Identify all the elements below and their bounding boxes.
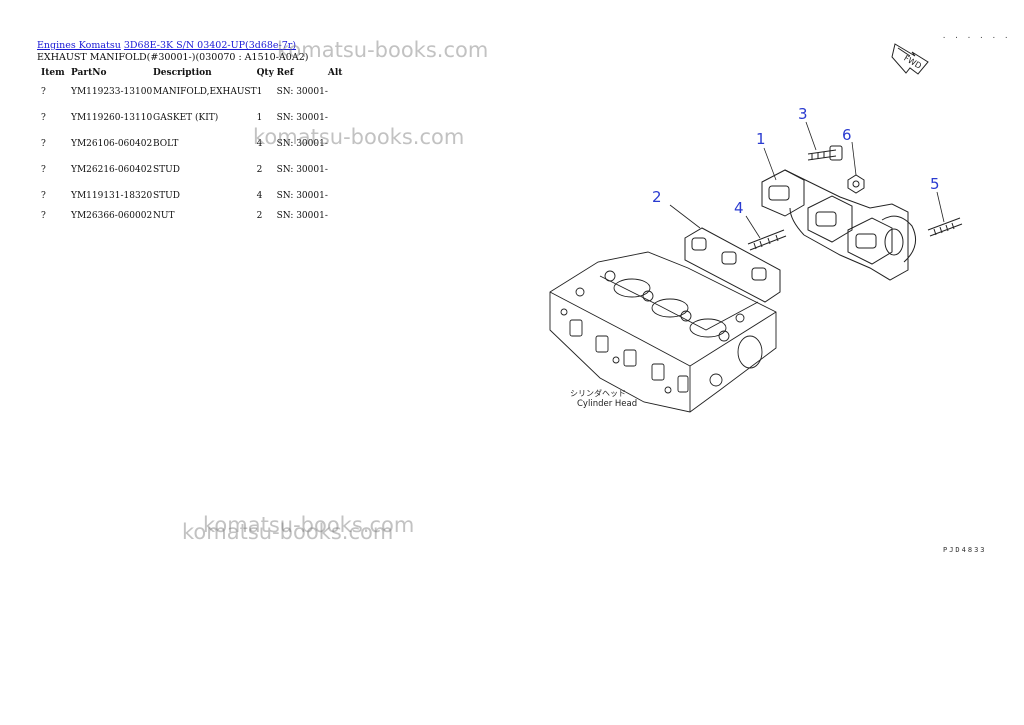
cell-qty: 2 (256, 211, 263, 221)
bolt-drawing (807, 145, 843, 161)
cell-qty: 2 (256, 165, 263, 175)
cell-ref: SN: 30001- (276, 139, 328, 149)
col-header-item: Item (41, 68, 65, 78)
cell-alt (328, 106, 348, 132)
cell-item: ? (41, 211, 46, 221)
callout-number-5: 5 (930, 175, 940, 193)
cell-item: ? (41, 139, 46, 149)
cell-item: ? (41, 113, 46, 123)
cell-description: NUT (153, 211, 175, 221)
gasket-drawing (684, 227, 781, 303)
table-row: ? YM26216-060402 STUD 2 SN: 30001- (37, 158, 348, 184)
stud-drawing-5 (927, 217, 963, 237)
callout-number-2: 2 (652, 188, 662, 206)
cell-alt (328, 80, 348, 106)
cell-qty: 1 (256, 87, 263, 97)
leader-lines (669, 121, 945, 239)
breadcrumb-link-engines[interactable]: Engines Komatsu (37, 40, 121, 51)
cell-description: MANIFOLD,EXHAUST (153, 87, 257, 97)
exploded-parts-diagram: 1 2 3 4 5 6 シリンダヘッド Cylinder Head FWD (549, 43, 963, 413)
table-row: ? YM119131-18320 STUD 4 SN: 30001- (37, 184, 348, 204)
table-row: ? YM119260-13110 GASKET (KIT) 1 SN: 3000… (37, 106, 348, 132)
table-header-row: Item PartNo Description Qty Ref Alt (37, 66, 348, 80)
cell-ref: SN: 30001- (276, 191, 328, 201)
corner-code: · · · · · · (942, 34, 1011, 42)
cell-partno: YM26216-060402 (71, 165, 153, 175)
cell-item: ? (41, 191, 46, 201)
breadcrumb-link-model[interactable]: 3D68E-3K S/N 03402-UP(3d68e-7r) (123, 40, 297, 51)
cell-partno: YM119233-13100 (71, 87, 153, 97)
cylinder-head-label-jp: シリンダヘッド (570, 388, 626, 398)
nut-drawing (847, 174, 865, 194)
cell-alt (328, 132, 348, 158)
table-row: ? YM119233-13100 MANIFOLD,EXHAUST 1 SN: … (37, 80, 348, 106)
cylinder-head-drawing (549, 251, 777, 413)
col-header-qty: Qty (256, 68, 274, 78)
cell-description: STUD (153, 191, 180, 201)
col-header-ref: Ref (276, 68, 294, 78)
callout-number-1: 1 (756, 130, 766, 148)
cell-qty: 4 (256, 139, 263, 149)
fwd-arrow-icon (891, 43, 929, 75)
parts-table: Item PartNo Description Qty Ref Alt ? YM… (37, 66, 348, 224)
callout-number-3: 3 (798, 105, 808, 123)
cell-partno: YM119260-13110 (71, 113, 153, 123)
cell-partno: YM26366-060002 (71, 211, 153, 221)
col-header-alt: Alt (327, 68, 343, 78)
cell-description: STUD (153, 165, 180, 175)
stud-drawing-4 (747, 229, 787, 251)
callout-number-6: 6 (842, 126, 852, 144)
fwd-label: FWD (902, 54, 923, 71)
watermark-text: komatsu-books.com (277, 38, 489, 62)
cylinder-head-label-en: Cylinder Head (577, 399, 637, 409)
cell-item: ? (41, 87, 46, 97)
exhaust-manifold-drawing (761, 169, 917, 281)
cell-partno: YM26106-060402 (71, 139, 153, 149)
cell-description: GASKET (KIT) (153, 113, 219, 123)
cell-description: BOLT (153, 139, 179, 149)
cell-partno: YM119131-18320 (71, 191, 153, 201)
diagram-code: PJD4833 (943, 546, 987, 554)
cell-item: ? (41, 165, 46, 175)
col-header-description: Description (153, 68, 212, 78)
watermark-text: komatsu-books.com (203, 513, 415, 537)
cell-ref: SN: 30001- (276, 211, 328, 221)
cell-alt (328, 204, 348, 224)
cell-ref: SN: 30001- (276, 113, 328, 123)
table-row: ? YM26366-060002 NUT 2 SN: 30001- (37, 204, 348, 224)
cell-qty: 4 (256, 191, 263, 201)
watermark-text: komatsu-books.com (182, 520, 394, 544)
cell-alt (328, 158, 348, 184)
callout-number-4: 4 (734, 199, 744, 217)
page-title: EXHAUST MANIFOLD(#30001-)(030070 : A1510… (37, 52, 309, 63)
cell-qty: 1 (256, 113, 263, 123)
cell-ref: SN: 30001- (276, 87, 328, 97)
col-header-partno: PartNo (71, 68, 107, 78)
cell-alt (328, 184, 348, 204)
cell-ref: SN: 30001- (276, 165, 328, 175)
breadcrumb: Engines Komatsu 3D68E-3K S/N 03402-UP(3d… (37, 40, 296, 51)
table-row: ? YM26106-060402 BOLT 4 SN: 30001- (37, 132, 348, 158)
